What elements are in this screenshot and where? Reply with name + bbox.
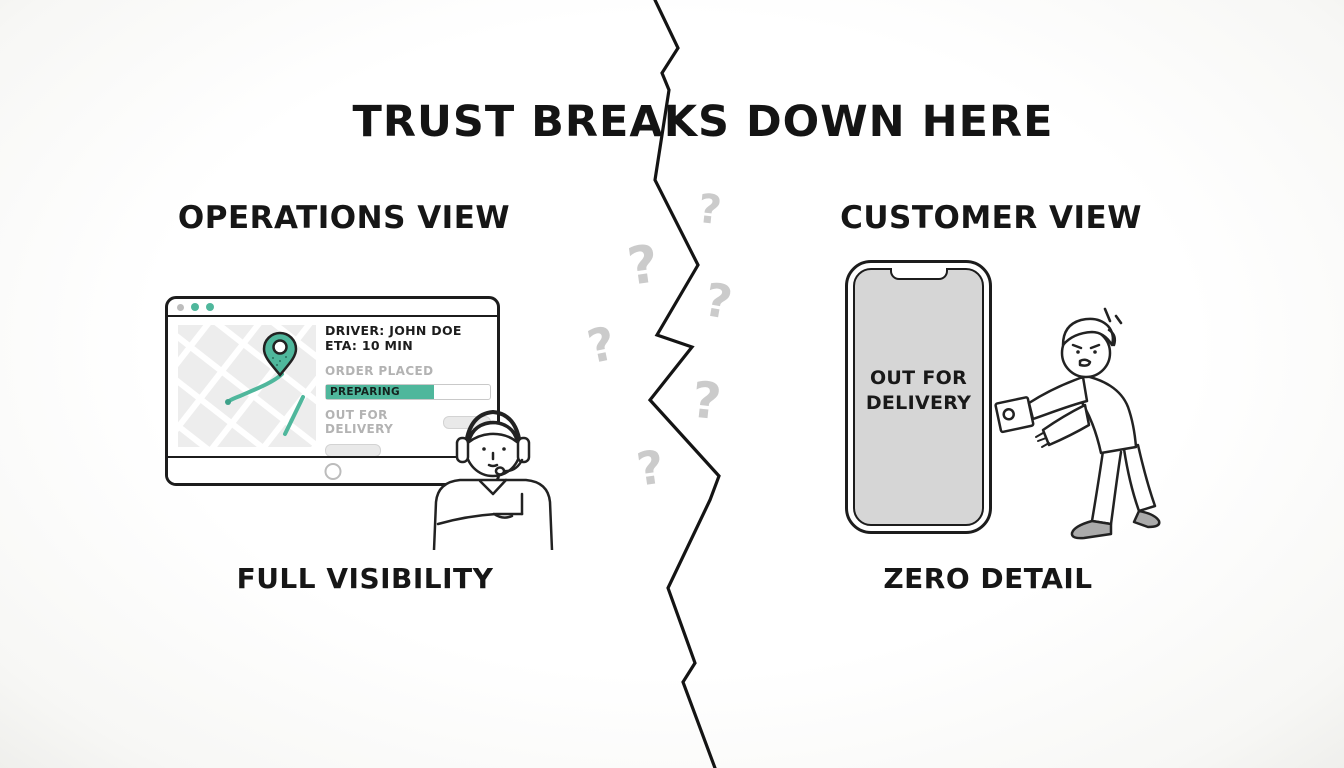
monitor-bottom-bar xyxy=(168,456,497,483)
status-step-preparing: PREPARING xyxy=(330,386,400,398)
progress-fill xyxy=(326,385,435,399)
question-mark-icon: ? xyxy=(623,234,663,298)
question-mark-icon: ? xyxy=(689,370,724,432)
window-titlebar xyxy=(168,299,497,317)
page-title: TRUST BREAKS DOWN HERE xyxy=(352,97,1054,147)
full-visibility-caption: FULL VISIBILITY xyxy=(236,562,494,595)
phone-screen: OUT FOR DELIVERY xyxy=(853,268,984,526)
question-mark-icon: ? xyxy=(582,315,621,375)
zero-detail-caption: ZERO DETAIL xyxy=(883,562,1093,595)
confused-customer-illustration xyxy=(994,307,1161,540)
delivery-map xyxy=(178,325,316,447)
route-start-dot xyxy=(225,399,231,405)
window-dot-icon xyxy=(177,303,184,311)
window-dot-icon xyxy=(206,303,214,311)
question-mark-icon: ? xyxy=(700,272,737,330)
question-mark-icon: ? xyxy=(695,185,724,235)
status-step-out-for-delivery: OUT FOR DELIVERY xyxy=(325,408,394,436)
home-button-icon xyxy=(324,463,341,480)
status-step-order-placed: ORDER PLACED xyxy=(325,364,434,378)
map-illustration xyxy=(178,325,316,447)
phone-notch-icon xyxy=(889,268,948,280)
support-agent-illustration xyxy=(432,410,554,550)
window-dot-icon xyxy=(191,303,199,311)
package-card-icon xyxy=(994,396,1035,434)
operations-view-heading: OPERATIONS VIEW xyxy=(177,200,511,236)
progress-bar-preparing: PREPARING xyxy=(325,384,491,400)
route-path xyxy=(227,372,284,403)
question-mark-icon: ? xyxy=(633,439,668,497)
customer-view-heading: CUSTOMER VIEW xyxy=(840,200,1142,236)
driver-name-text: DRIVER: JOHN DOE xyxy=(325,323,462,338)
location-pin-icon xyxy=(262,331,298,377)
route-segment xyxy=(283,395,305,436)
phone-status-text: OUT FOR DELIVERY xyxy=(865,367,972,414)
eta-text: ETA: 10 MIN xyxy=(325,338,413,353)
surprise-marks-icon xyxy=(1103,307,1123,325)
customer-phone-frame: OUT FOR DELIVERY xyxy=(845,260,992,534)
operations-dashboard-window: DRIVER: JOHN DOE ETA: 10 MIN ORDER PLACE… xyxy=(165,296,500,486)
